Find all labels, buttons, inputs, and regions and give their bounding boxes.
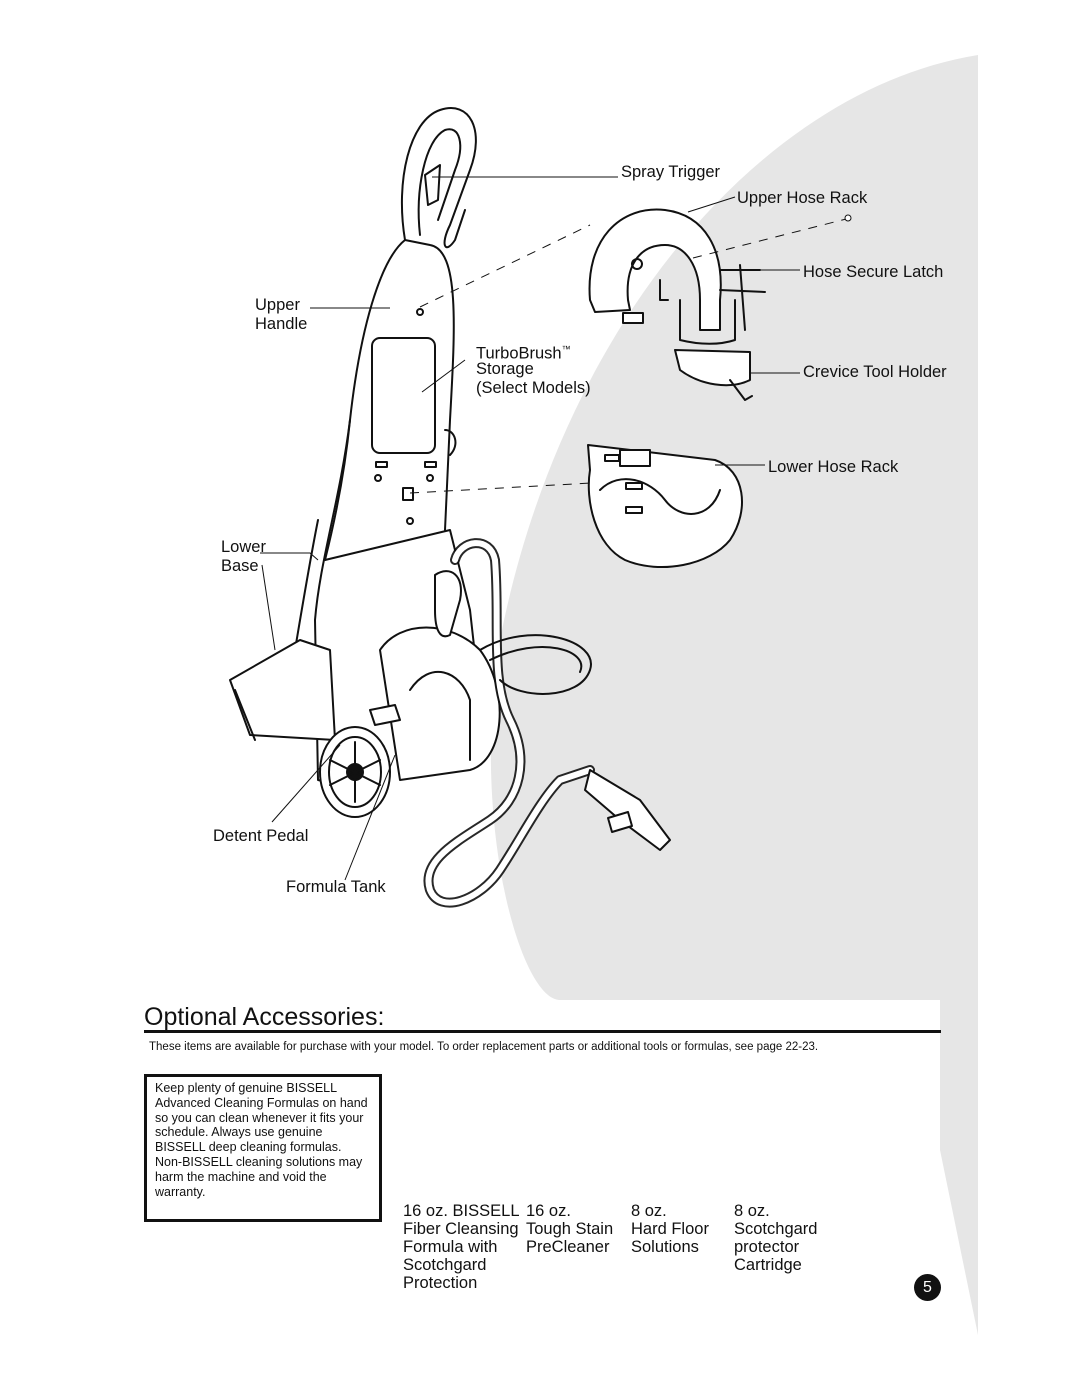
product-line: Scotchgard (403, 1256, 487, 1274)
product-line: Tough Stain (526, 1220, 614, 1238)
product-line: 8 oz. (631, 1202, 667, 1220)
label-upper-hose-rack: Upper Hose Rack (737, 189, 868, 207)
product-line: Fiber Cleansing (403, 1220, 519, 1238)
formula-tip-text: Keep plenty of genuine BISSELL Advanced … (155, 1081, 368, 1199)
label-lower-base-line1: Lower (221, 538, 266, 556)
product-line: Cartridge (734, 1256, 802, 1274)
label-crevice-tool-holder: Crevice Tool Holder (803, 363, 947, 381)
label-formula-tank: Formula Tank (286, 878, 386, 896)
section-divider (144, 1030, 941, 1033)
section-title: Optional Accessories: (144, 1003, 385, 1031)
product-line: Protection (403, 1274, 478, 1292)
page-number: 5 (914, 1274, 941, 1301)
label-upper-handle-line1: Upper (255, 296, 300, 314)
label-upper-handle-line2: Handle (255, 315, 308, 333)
label-spray-trigger: Spray Trigger (621, 163, 721, 181)
accessories-note: These items are available for purchase w… (149, 1041, 819, 1053)
turbobrush-name: TurboBrush (476, 344, 562, 363)
label-turbobrush-line2: Storage (476, 360, 534, 378)
product-line: 16 oz. (526, 1202, 571, 1220)
label-turbobrush-line1: TurboBrush™ (476, 339, 571, 364)
product-line: protector (734, 1238, 800, 1256)
label-hose-secure-latch: Hose Secure Latch (803, 263, 944, 281)
product-fiber-cleansing: 16 oz. BISSELL Fiber Cleansing Formula w… (403, 1202, 520, 1292)
product-scotchgard-cartridge: 8 oz. Scotchgard protector Cartridge (734, 1202, 817, 1274)
product-line: 16 oz. BISSELL (403, 1202, 520, 1220)
product-line: PreCleaner (526, 1238, 610, 1256)
formula-tip-box: Keep plenty of genuine BISSELL Advanced … (144, 1074, 382, 1222)
label-detent-pedal: Detent Pedal (213, 827, 309, 845)
product-tough-stain: 16 oz. Tough Stain PreCleaner (526, 1202, 613, 1256)
label-lower-hose-rack: Lower Hose Rack (768, 458, 899, 476)
product-hard-floor: 8 oz. Hard Floor Solutions (631, 1202, 709, 1256)
product-line: Solutions (631, 1238, 699, 1256)
product-line: Formula with (403, 1238, 498, 1256)
product-line: Scotchgard (734, 1220, 818, 1238)
product-line: 8 oz. (734, 1202, 770, 1220)
label-lower-base-line2: Base (221, 557, 259, 575)
product-line: Hard Floor (631, 1220, 709, 1238)
trademark-symbol: ™ (561, 344, 571, 354)
label-turbobrush-line3: (Select Models) (476, 379, 591, 397)
